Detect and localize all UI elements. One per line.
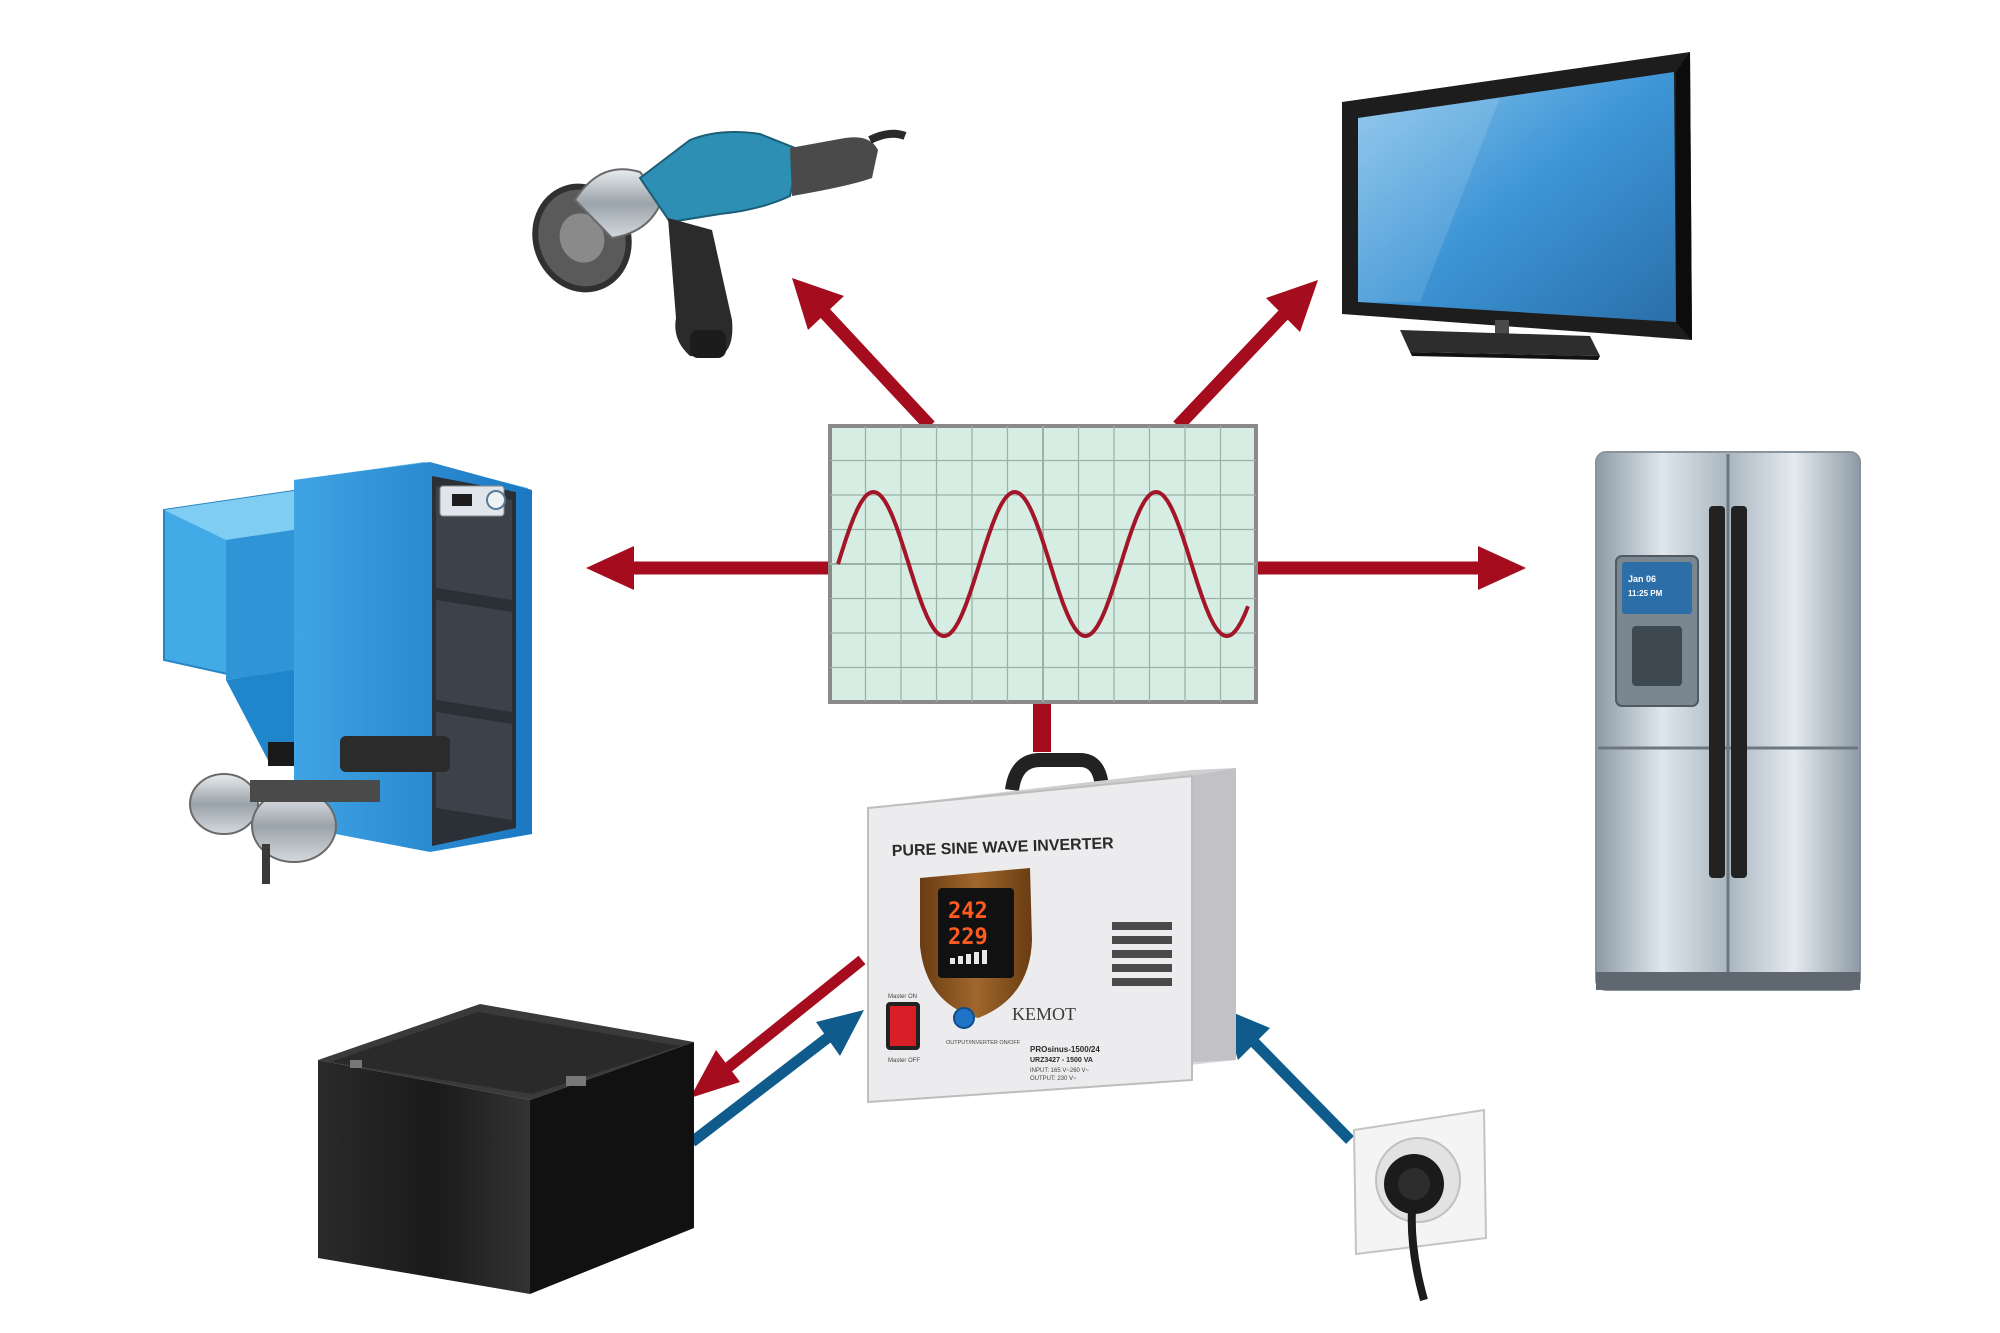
battery-level-bars — [950, 950, 987, 964]
fridge-screen-time: 11:25 PM — [1628, 589, 1663, 598]
output-button-label: OUTPUT/INVERTER ON/OFF — [946, 1040, 1021, 1046]
model-code: URZ3427 - 1500 VA — [1030, 1057, 1093, 1064]
oscilloscope-sine-wave — [828, 424, 1258, 704]
display-reading-top: 242 — [948, 899, 988, 924]
sine-wave — [836, 489, 1250, 639]
television-icon — [1342, 52, 1692, 360]
fridge-screen-date: Jan 06 — [1628, 574, 1656, 584]
refrigerator-icon: Jan 06 11:25 PM — [1595, 451, 1861, 991]
arrow-from-battery — [688, 1010, 864, 1147]
angle-grinder-icon — [532, 129, 907, 358]
scope-grid — [830, 426, 1256, 702]
arrow-to-battery — [690, 955, 866, 1098]
arrow-to-boiler — [586, 546, 830, 590]
spec-input: INPUT: 165 V~260 V~ — [1030, 1068, 1090, 1074]
vent-slots — [1112, 922, 1172, 986]
model-name: PROsinus-1500/24 — [1030, 1045, 1100, 1054]
arrow-to-fridge — [1256, 546, 1526, 590]
output-inverter-button[interactable] — [953, 1007, 975, 1029]
arrow-to-television — [1173, 280, 1318, 431]
arrows — [586, 278, 1526, 1147]
pellet-boiler-icon — [163, 462, 532, 884]
inverter-unit: PURE SINE WAVE INVERTER 242 229 Master O… — [867, 753, 1236, 1104]
wall-socket-plug-icon — [1352, 1108, 1488, 1302]
arrow-to-grinder — [792, 278, 935, 431]
switch-label-top: Master ON — [888, 994, 917, 1000]
display-reading-bottom: 229 — [948, 925, 988, 950]
brand-logo: KEMOT — [1012, 1004, 1076, 1024]
battery-icon — [318, 1004, 694, 1294]
arrow-from-mains — [1222, 1008, 1354, 1144]
switch-label-bottom: Master OFF — [888, 1058, 920, 1064]
spec-output: OUTPUT: 230 V~ — [1030, 1076, 1077, 1082]
master-power-switch[interactable] — [886, 1002, 920, 1050]
